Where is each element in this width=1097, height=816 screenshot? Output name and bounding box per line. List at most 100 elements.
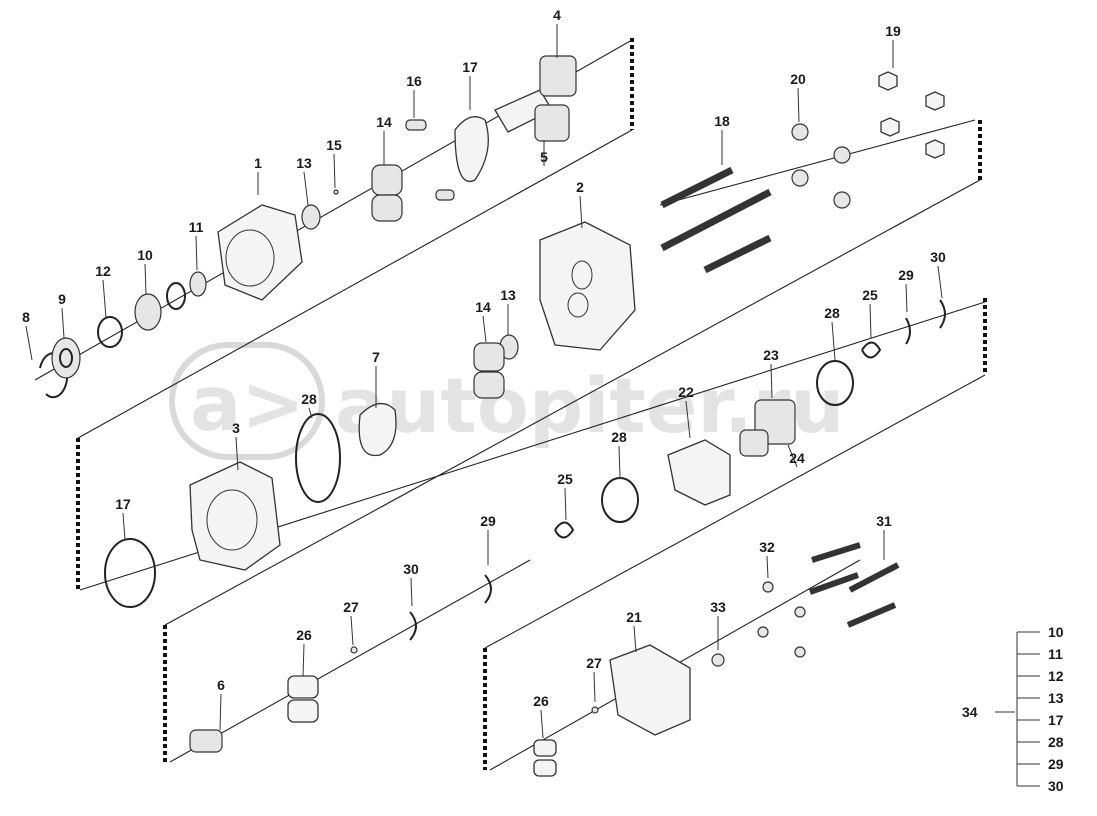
part-33-fitting — [711, 653, 725, 667]
callout-leader — [770, 363, 773, 399]
callout-number: 28 — [824, 305, 840, 321]
callout-c17a: 17 — [462, 59, 478, 110]
kit-item-number: 10 — [1048, 624, 1064, 640]
callout-number: 23 — [763, 347, 779, 363]
callout-leader — [937, 265, 943, 299]
callout-leader — [25, 325, 33, 361]
callout-number: 11 — [189, 219, 204, 235]
callout-number: 26 — [296, 627, 312, 643]
part-18-stud-b — [660, 188, 772, 252]
part-30a-clip — [939, 299, 946, 329]
part-10-seal — [134, 293, 162, 331]
part-1-housing — [217, 204, 303, 301]
kit-item-number: 28 — [1048, 734, 1064, 750]
axis-3 — [169, 559, 531, 763]
callout-c16: 16 — [406, 73, 422, 118]
part-11-ring-a — [166, 282, 186, 310]
callout-number: 5 — [540, 149, 548, 165]
callout-c2: 2 — [576, 179, 584, 229]
part-14b-bearing-b — [473, 371, 505, 399]
callout-leader — [905, 283, 908, 313]
callout-number: 9 — [58, 291, 66, 307]
part-28c-o-ring — [601, 477, 639, 523]
callouts: 1234567891011121313141415161717181920212… — [22, 7, 946, 739]
part-25a-spring — [861, 341, 882, 359]
part-5-gear — [534, 104, 570, 142]
callout-c28b: 28 — [824, 305, 840, 361]
callout-c18: 18 — [714, 113, 730, 165]
part-9-bearing-bore — [59, 348, 73, 368]
callout-leader — [333, 153, 336, 189]
callout-leader — [579, 195, 583, 229]
callout-number: 13 — [296, 155, 312, 171]
callout-number: 30 — [930, 249, 946, 265]
callout-number: 32 — [759, 539, 775, 555]
callout-number: 12 — [95, 263, 111, 279]
callout-c13a: 13 — [296, 155, 312, 206]
part-29b-clip — [484, 574, 492, 604]
callout-leader — [564, 487, 567, 521]
callout-c25b: 25 — [557, 471, 573, 521]
part-30b-clip — [409, 611, 417, 641]
callout-number: 19 — [885, 23, 901, 39]
callout-number: 17 — [115, 496, 131, 512]
part-27a-pin — [350, 646, 358, 654]
callout-leader — [303, 171, 309, 206]
callout-c30b: 30 — [403, 561, 419, 607]
part-15-pin — [333, 189, 339, 195]
kit-item-number: 13 — [1048, 690, 1064, 706]
part-19-nut-a — [878, 71, 898, 91]
callout-number: 14 — [475, 299, 491, 315]
part-19-nut-c — [880, 117, 900, 137]
callout-c22: 22 — [678, 384, 694, 439]
part-14b-bearing-a — [473, 342, 505, 372]
callout-number: 25 — [557, 471, 573, 487]
part-31-bolt-a — [811, 542, 861, 563]
callout-c5: 5 — [540, 140, 548, 166]
callout-leader — [831, 321, 836, 361]
watermark-logo-glyph: a> — [190, 359, 305, 448]
callout-c26a: 26 — [296, 627, 312, 677]
callout-c4: 4 — [553, 7, 561, 58]
callout-number: 17 — [462, 59, 478, 75]
callout-leader — [144, 263, 147, 295]
part-19-nut-d — [925, 139, 945, 159]
part-16-dowel-b — [435, 189, 455, 201]
part-20-washer-a — [791, 123, 809, 141]
part-2-bore-a — [571, 260, 593, 290]
callout-number: 14 — [376, 114, 392, 130]
callout-number: 7 — [372, 349, 380, 365]
callout-number: 4 — [553, 7, 561, 23]
callout-c21: 21 — [626, 609, 642, 653]
callout-c14b: 14 — [475, 299, 491, 343]
callout-number: 26 — [533, 693, 549, 709]
part-26a-bushing-a — [287, 675, 319, 699]
callout-leader — [766, 555, 769, 579]
callout-number: 2 — [576, 179, 584, 195]
part-18-stud-c — [703, 234, 772, 274]
part-2-bore-b — [567, 292, 589, 318]
kit-34-label: 34 — [962, 704, 978, 720]
part-4-gear — [539, 55, 577, 97]
watermark-logo-frame — [169, 342, 325, 460]
connector-line-1 — [77, 129, 633, 439]
part-18-stud-a — [660, 166, 734, 209]
callout-c25a: 25 — [862, 287, 878, 339]
part-19-nut-b — [925, 91, 945, 111]
callout-leader — [122, 512, 126, 541]
callout-c32: 32 — [759, 539, 775, 579]
connector-line-3 — [484, 374, 986, 649]
callout-number: 30 — [403, 561, 419, 577]
part-14-bearing-a — [371, 164, 403, 196]
callout-c7: 7 — [372, 349, 380, 408]
callout-number: 10 — [137, 247, 153, 263]
callout-number: 28 — [301, 391, 317, 407]
callout-c3: 3 — [232, 420, 240, 471]
part-24-gear — [739, 429, 769, 457]
callout-c15: 15 — [326, 137, 342, 189]
callout-c19: 19 — [885, 23, 901, 68]
callout-c31: 31 — [876, 513, 892, 560]
part-11-ring-b — [189, 271, 207, 297]
callout-leader — [195, 235, 198, 271]
